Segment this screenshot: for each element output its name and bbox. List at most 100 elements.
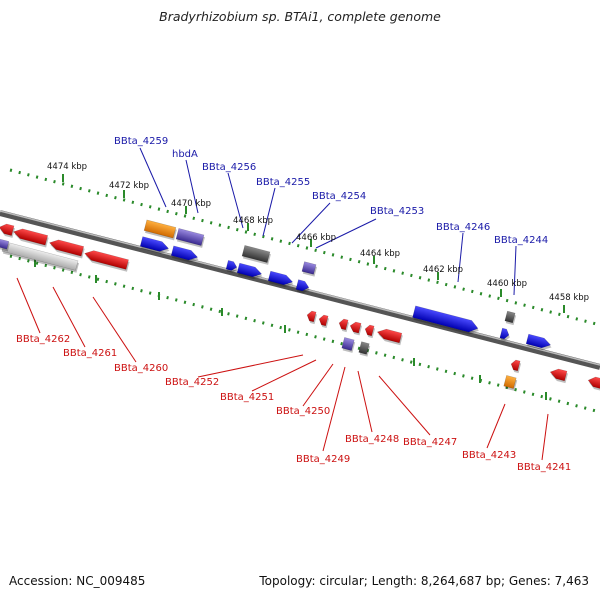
- gene-label-bbta-4253[interactable]: BBta_4253: [370, 206, 424, 217]
- gene-label-bbta-4256[interactable]: BBta_4256: [202, 162, 256, 173]
- gene-label-bbta-4241[interactable]: BBta_4241: [517, 462, 571, 473]
- gene-bbta-4262: [13, 228, 49, 248]
- leader-line: [357, 370, 373, 433]
- ruler-label: 4464 kbp: [360, 249, 400, 259]
- gene-features: [0, 219, 600, 391]
- gene-label-bbta-4259[interactable]: BBta_4259: [114, 136, 168, 147]
- ruler-label: 4460 kbp: [487, 279, 527, 289]
- leader-line: [315, 218, 377, 249]
- gene-fwd-3: [225, 260, 238, 273]
- outer-ruler-line: [9, 168, 600, 327]
- gene-hbda: [175, 228, 205, 248]
- gene-label-bbta-4244[interactable]: BBta_4244: [494, 235, 548, 246]
- gene-bbta-4249: [341, 337, 356, 353]
- gene-bbta-4248-body: [358, 341, 370, 355]
- gene-bbta-4261: [49, 239, 85, 259]
- accession-text: Accession: NC_009485: [9, 574, 146, 588]
- gene-rev-2-body: [318, 314, 329, 327]
- gene-label-bbta-4262[interactable]: BBta_4262: [16, 334, 70, 345]
- gene-label-bbta-4248[interactable]: BBta_4248: [345, 434, 399, 445]
- gene-fwd-3-body: [225, 260, 238, 271]
- ruler-label: 4468 kbp: [233, 216, 273, 226]
- gene-bbta-4259-body: [143, 219, 177, 239]
- gene-fwd-2: [170, 245, 199, 263]
- gene-label-bbta-4243[interactable]: BBta_4243: [462, 450, 516, 461]
- gene-bbta-4254-body: [301, 261, 317, 275]
- gene-bbta-4241-body: [549, 368, 568, 382]
- gene-rev-4: [349, 321, 363, 336]
- gene-label-bbta-4261[interactable]: BBta_4261: [63, 348, 117, 359]
- gene-fwd-7-body: [499, 327, 510, 340]
- leader-line: [262, 187, 276, 237]
- gene-bbta-4241: [549, 368, 568, 384]
- ruler-label: 4462 kbp: [423, 265, 463, 275]
- map-title: Bradyrhizobium sp. BTAi1, complete genom…: [159, 9, 441, 24]
- gene-bbta-4246-body: [412, 305, 479, 333]
- label-leaders: [16, 147, 549, 461]
- leader-line: [251, 359, 317, 392]
- gene-rev-7-body: [510, 359, 521, 372]
- gene-fwd-5-body: [267, 270, 294, 286]
- leader-line: [16, 277, 41, 334]
- gene-label-bbta-4246[interactable]: BBta_4246: [436, 222, 490, 233]
- gene-rev-5-body: [364, 324, 375, 337]
- gene-fwd-4-body: [236, 262, 263, 278]
- gene-fwd-6-body: [295, 279, 310, 292]
- gene-rev-8-body: [587, 376, 600, 389]
- gene-hbda-body: [175, 228, 205, 246]
- gene-bbta-4254: [301, 261, 318, 277]
- leader-line: [302, 363, 334, 407]
- gene-rev-5: [364, 324, 376, 339]
- gene-rev-6: [376, 328, 403, 346]
- gene-rev-1-body: [306, 310, 317, 323]
- gene-bbta-4244-body: [525, 333, 552, 349]
- gene-bbta-4243: [503, 375, 518, 391]
- gene-bbta-4256: [241, 245, 271, 265]
- leader-line: [513, 245, 517, 296]
- gene-label-bbta-4251[interactable]: BBta_4251: [220, 392, 274, 403]
- gene-bbta-4256-body: [241, 245, 271, 263]
- gene-label-bbta-4249[interactable]: BBta_4249: [296, 454, 350, 465]
- gene-fwd-6: [295, 279, 310, 294]
- gene-bbta-4260: [84, 250, 130, 272]
- leader-line: [197, 354, 304, 378]
- leader-line: [541, 413, 549, 461]
- gene-bbta-4260-body: [84, 250, 129, 270]
- ruler-label: 4474 kbp: [47, 162, 87, 172]
- gene-label-hbda[interactable]: hbdA: [172, 149, 198, 160]
- gene-rev-1: [306, 310, 318, 325]
- gene-bbta-4261-body: [49, 239, 85, 257]
- gene-label-bbta-4255[interactable]: BBta_4255: [256, 177, 310, 188]
- gene-fwd-1-body: [139, 236, 170, 252]
- genome-summary-text: Topology: circular; Length: 8,264,687 bp…: [259, 574, 589, 588]
- leader-line: [139, 147, 167, 208]
- gene-rev-2: [318, 314, 330, 329]
- gene-bbta-4249-body: [341, 337, 355, 351]
- gene-rev-0: [0, 223, 15, 238]
- leader-line: [185, 159, 199, 214]
- ruler-label: 4470 kbp: [171, 199, 211, 209]
- gene-bbta-4243-body: [503, 375, 517, 389]
- gene-label-bbta-4252[interactable]: BBta_4252: [165, 377, 219, 388]
- gene-label-bbta-4254[interactable]: BBta_4254: [312, 191, 366, 202]
- gene-fwd-7: [499, 327, 510, 342]
- ruler-label: 4466 kbp: [296, 233, 336, 243]
- gene-label-bbta-4247[interactable]: BBta_4247: [403, 437, 457, 448]
- gene-rev-6-body: [376, 328, 403, 344]
- gene-label-bbta-4260[interactable]: BBta_4260: [114, 363, 168, 374]
- gene-bbta-4245-body: [504, 310, 516, 324]
- gene-label-bbta-4250[interactable]: BBta_4250: [276, 406, 330, 417]
- leader-line: [291, 202, 331, 244]
- leader-line: [457, 232, 464, 283]
- ruler-label: 4472 kbp: [109, 181, 149, 191]
- gene-bbta-4246: [412, 305, 479, 335]
- gene-bbta-4262-body: [13, 228, 49, 246]
- gene-rev-7: [510, 359, 522, 374]
- gene-bbta-4259: [143, 219, 177, 241]
- gene-bbta-4248: [358, 341, 371, 357]
- ruler-ticks: [34, 174, 565, 400]
- gene-fwd-5: [267, 270, 294, 288]
- gene-rev-4-body: [349, 321, 362, 334]
- gene-fwd-2-body: [170, 245, 199, 261]
